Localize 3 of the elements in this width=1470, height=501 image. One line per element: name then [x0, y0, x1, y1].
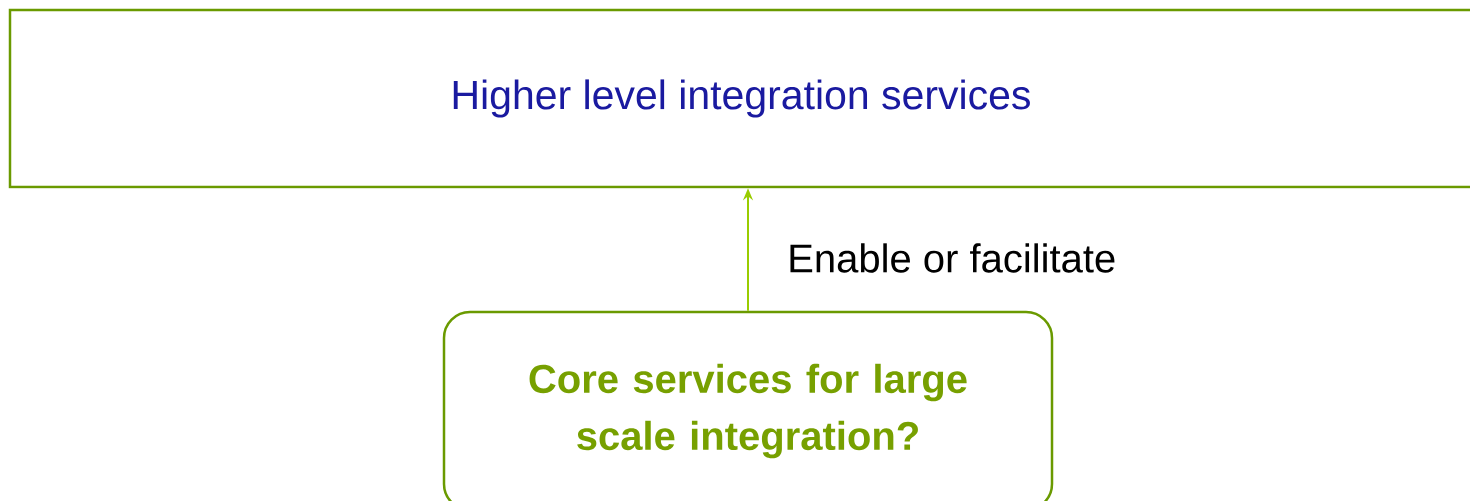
- rounded-box: Core services for large scale integration?: [442, 310, 1054, 501]
- edge-label: Enable or facilitate: [790, 243, 1115, 273]
- process-box: Higher level integration services: [8, 8, 1470, 189]
